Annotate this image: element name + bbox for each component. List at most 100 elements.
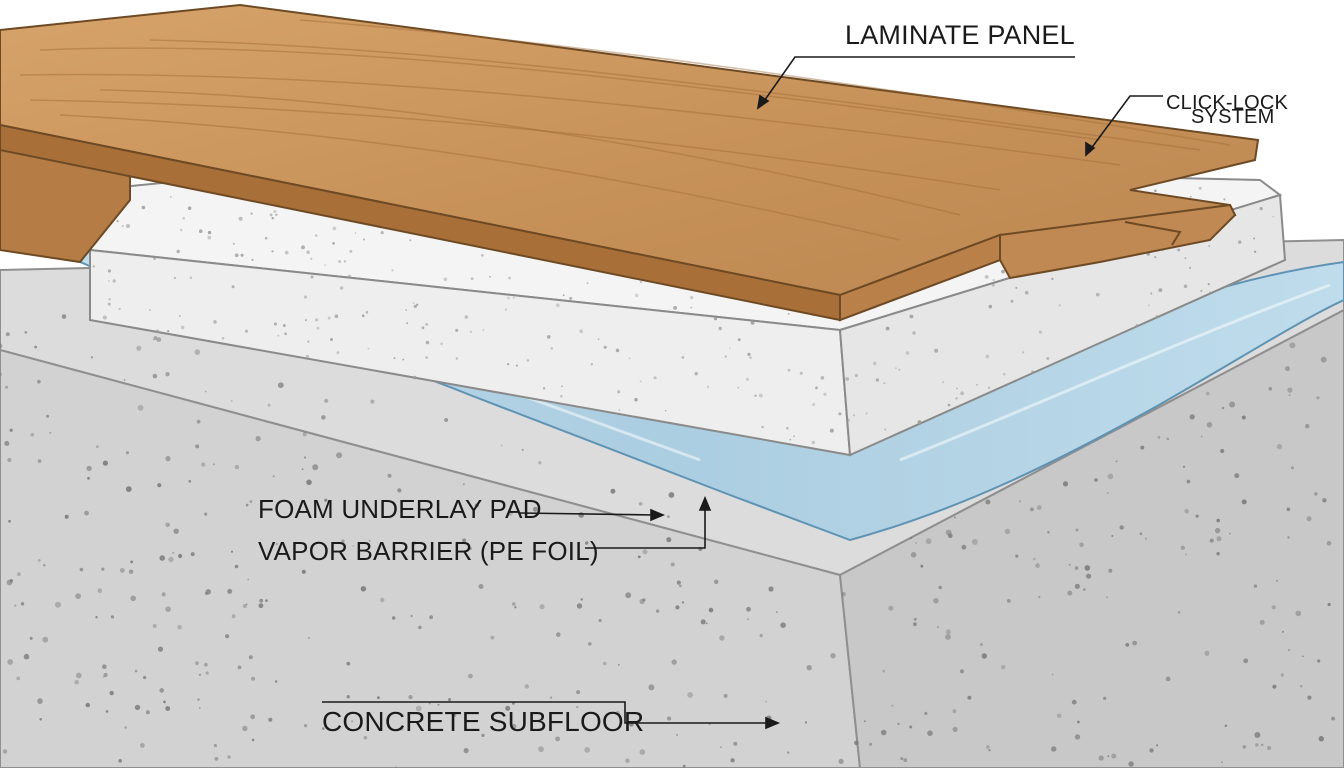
texture-speck xyxy=(165,606,171,612)
texture-speck xyxy=(310,257,313,260)
texture-speck xyxy=(1268,387,1273,391)
texture-speck xyxy=(188,480,192,483)
texture-speck xyxy=(102,460,108,466)
texture-speck xyxy=(1322,498,1327,503)
texture-speck xyxy=(768,586,774,592)
texture-speck xyxy=(1220,761,1224,764)
texture-speck xyxy=(153,336,158,340)
texture-speck xyxy=(724,355,727,358)
texture-speck xyxy=(823,392,827,396)
texture-speck xyxy=(975,383,978,386)
texture-speck xyxy=(240,253,244,257)
texture-speck xyxy=(468,673,473,679)
texture-speck xyxy=(455,357,458,360)
texture-speck xyxy=(637,555,641,559)
texture-speck xyxy=(1166,437,1170,441)
texture-speck xyxy=(671,659,677,665)
texture-speck xyxy=(1128,761,1134,767)
texture-speck xyxy=(705,622,708,625)
texture-speck xyxy=(1077,720,1080,724)
texture-speck xyxy=(1132,640,1137,646)
texture-speck xyxy=(747,352,751,356)
texture-speck xyxy=(1135,323,1139,327)
texture-speck xyxy=(987,386,991,389)
click-lock-arrow-icon xyxy=(1085,141,1096,157)
texture-speck xyxy=(230,550,234,553)
texture-speck xyxy=(102,315,107,320)
texture-speck xyxy=(85,702,91,708)
texture-speck xyxy=(988,749,991,752)
texture-speck xyxy=(1318,736,1325,742)
texture-speck xyxy=(682,764,686,768)
texture-speck xyxy=(275,213,278,216)
vapor-leader xyxy=(585,505,706,549)
texture-speck xyxy=(213,320,217,324)
texture-speck xyxy=(1280,673,1285,677)
texture-speck xyxy=(444,418,449,422)
texture-speck xyxy=(1125,643,1130,647)
texture-speck xyxy=(560,394,563,398)
texture-speck xyxy=(1305,424,1310,429)
texture-speck xyxy=(272,475,275,478)
texture-speck xyxy=(205,671,209,675)
texture-speck xyxy=(812,403,816,406)
texture-speck xyxy=(250,212,253,215)
texture-speck xyxy=(1038,595,1041,599)
texture-speck xyxy=(387,473,392,478)
texture-speck xyxy=(136,345,142,351)
texture-speck xyxy=(405,309,408,311)
texture-speck xyxy=(1184,257,1187,259)
texture-speck xyxy=(277,334,280,337)
texture-speck xyxy=(985,499,991,505)
texture-speck xyxy=(500,444,503,447)
texture-speck xyxy=(354,232,357,234)
texture-speck xyxy=(924,711,928,716)
texture-speck xyxy=(555,736,560,742)
texture-speck xyxy=(172,551,175,554)
texture-speck xyxy=(134,669,138,673)
texture-speck xyxy=(425,340,430,345)
texture-speck xyxy=(1015,554,1019,558)
texture-speck xyxy=(140,743,145,748)
texture-speck xyxy=(793,435,796,438)
texture-speck xyxy=(204,390,207,393)
texture-speck xyxy=(1071,699,1077,705)
texture-speck xyxy=(648,684,655,691)
texture-speck xyxy=(249,500,253,503)
texture-speck xyxy=(1255,743,1259,747)
texture-speck xyxy=(920,564,924,568)
texture-speck xyxy=(676,733,679,737)
texture-speck xyxy=(1289,342,1296,349)
texture-speck xyxy=(1216,552,1220,556)
texture-speck xyxy=(1208,245,1211,248)
texture-speck xyxy=(330,338,333,341)
texture-speck xyxy=(936,626,939,629)
texture-speck xyxy=(714,579,719,584)
texture-speck xyxy=(934,348,939,353)
texture-speck xyxy=(165,522,170,528)
texture-speck xyxy=(61,314,67,319)
texture-speck xyxy=(694,372,698,376)
texture-speck xyxy=(787,751,790,754)
texture-speck xyxy=(1271,605,1276,610)
texture-speck xyxy=(248,655,253,660)
texture-speck xyxy=(664,409,667,412)
texture-speck xyxy=(258,603,264,609)
texture-speck xyxy=(749,356,752,359)
texture-speck xyxy=(380,231,384,235)
texture-speck xyxy=(854,740,859,746)
texture-speck xyxy=(787,368,791,372)
texture-speck xyxy=(933,598,939,604)
texture-speck xyxy=(718,326,722,331)
concrete-subfloor-label: CONCRETE SUBFLOOR xyxy=(322,706,645,737)
texture-speck xyxy=(578,512,585,518)
texture-speck xyxy=(336,351,340,354)
texture-speck xyxy=(339,286,344,290)
texture-speck xyxy=(107,302,111,306)
texture-speck xyxy=(1189,266,1192,269)
texture-speck xyxy=(101,567,105,571)
texture-speck xyxy=(603,345,607,349)
texture-speck xyxy=(304,319,307,322)
